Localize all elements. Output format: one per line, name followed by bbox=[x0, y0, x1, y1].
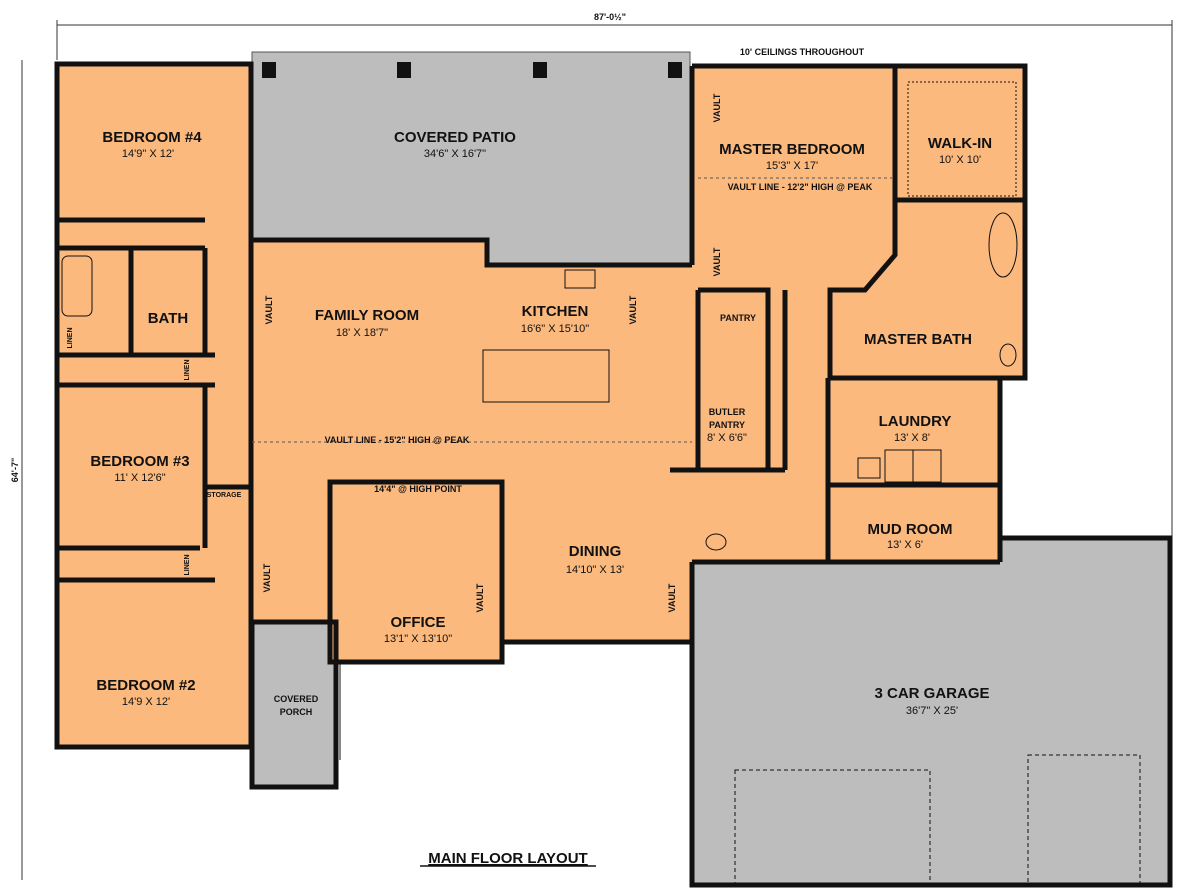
vault-label: VAULT bbox=[475, 583, 485, 612]
office-name: OFFICE bbox=[391, 614, 446, 631]
master-vault-note: VAULT LINE - 12'2" HIGH @ PEAK bbox=[728, 182, 873, 192]
tub bbox=[61, 255, 93, 317]
vault-label: VAULT bbox=[712, 247, 722, 276]
butler-pantry-size: 8' X 6'6" bbox=[707, 432, 747, 444]
master-bath-name: MASTER BATH bbox=[864, 331, 972, 348]
svg-text:87'-0½": 87'-0½" bbox=[594, 12, 626, 22]
linen-label: LINEN bbox=[184, 360, 191, 381]
room-labels: BEDROOM #4 14'9" X 12' COVERED PATIO 34'… bbox=[67, 93, 992, 717]
laundry-name: LAUNDRY bbox=[879, 413, 952, 430]
bedroom3-size: 11' X 12'6" bbox=[114, 472, 165, 484]
laundry-sink bbox=[857, 457, 881, 479]
svg-text:64'-7": 64'-7" bbox=[10, 458, 20, 482]
dining-size: 14'10" X 13' bbox=[566, 564, 624, 576]
bathtub bbox=[988, 212, 1018, 278]
main-vault-note: VAULT LINE - 15'2" HIGH @ PEAK bbox=[325, 435, 470, 445]
toilet bbox=[705, 533, 727, 551]
storage-name: STORAGE bbox=[207, 492, 242, 499]
linen-label: LINEN bbox=[67, 328, 74, 349]
family-room-size: 18' X 18'7" bbox=[336, 327, 388, 339]
bedroom4-size: 14'9" X 12' bbox=[122, 148, 174, 160]
family-room-name: FAMILY ROOM bbox=[315, 307, 419, 324]
pantry-name: PANTRY bbox=[720, 313, 756, 323]
plan-title: MAIN FLOOR LAYOUT bbox=[428, 850, 587, 867]
mud-room-name: MUD ROOM bbox=[868, 521, 953, 538]
covered-porch-name-2: PORCH bbox=[280, 707, 313, 717]
dimension-depth: 64'-7" bbox=[10, 60, 23, 880]
patio-size: 34'6" X 16'7" bbox=[424, 148, 486, 160]
garage-door bbox=[734, 769, 931, 886]
vault-label: VAULT bbox=[264, 295, 274, 324]
walk-in-name: WALK-IN bbox=[928, 135, 992, 152]
vault-label: VAULT bbox=[667, 583, 677, 612]
garage-area bbox=[692, 538, 1170, 885]
kitchen-size: 16'6" X 15'10" bbox=[521, 323, 589, 335]
dimension-width: 87'-0½" bbox=[56, 12, 1173, 560]
kitchen-island bbox=[482, 349, 610, 403]
covered-porch-name-1: COVERED bbox=[274, 694, 319, 704]
bath-name: BATH bbox=[148, 310, 189, 327]
vault-label: VAULT bbox=[262, 563, 272, 592]
linen-label: LINEN bbox=[184, 555, 191, 576]
bedroom3-name: BEDROOM #3 bbox=[90, 453, 189, 470]
patio-name: COVERED PATIO bbox=[394, 129, 516, 146]
master-bedroom-size: 15'3" X 17' bbox=[766, 160, 818, 172]
mud-room-size: 13' X 6' bbox=[887, 539, 923, 551]
toilet bbox=[999, 343, 1017, 367]
office-size: 13'1" X 13'10" bbox=[384, 633, 452, 645]
butler-pantry-name-1: BUTLER bbox=[709, 407, 746, 417]
bedroom2-name: BEDROOM #2 bbox=[96, 677, 195, 694]
walk-in-shelving bbox=[907, 81, 1017, 197]
garage-door bbox=[1027, 754, 1141, 886]
fixtures bbox=[61, 62, 1141, 886]
vault-label: VAULT bbox=[628, 295, 638, 324]
laundry-size: 13' X 8' bbox=[894, 432, 930, 444]
living-areas bbox=[57, 64, 1025, 747]
office-high-point: 14'4" @ HIGH POINT bbox=[374, 484, 462, 494]
dining-name: DINING bbox=[569, 543, 622, 560]
kitchen-sink bbox=[564, 269, 596, 289]
bedroom2-size: 14'9 X 12' bbox=[122, 696, 170, 708]
garage-name: 3 CAR GARAGE bbox=[874, 685, 989, 702]
ceilings-note: 10' CEILINGS THROUGHOUT bbox=[740, 47, 865, 57]
dryer bbox=[912, 449, 942, 483]
covered-porch-area bbox=[252, 622, 336, 787]
butler-pantry-name-2: PANTRY bbox=[709, 420, 745, 430]
walk-in-size: 10' X 10' bbox=[939, 154, 981, 166]
bedroom4-name: BEDROOM #4 bbox=[102, 129, 202, 146]
garage-size: 36'7" X 25' bbox=[906, 705, 958, 717]
master-bedroom-name: MASTER BEDROOM bbox=[719, 141, 865, 158]
vault-label: VAULT bbox=[712, 93, 722, 122]
walls bbox=[54, 61, 1173, 888]
kitchen-name: KITCHEN bbox=[522, 303, 589, 320]
